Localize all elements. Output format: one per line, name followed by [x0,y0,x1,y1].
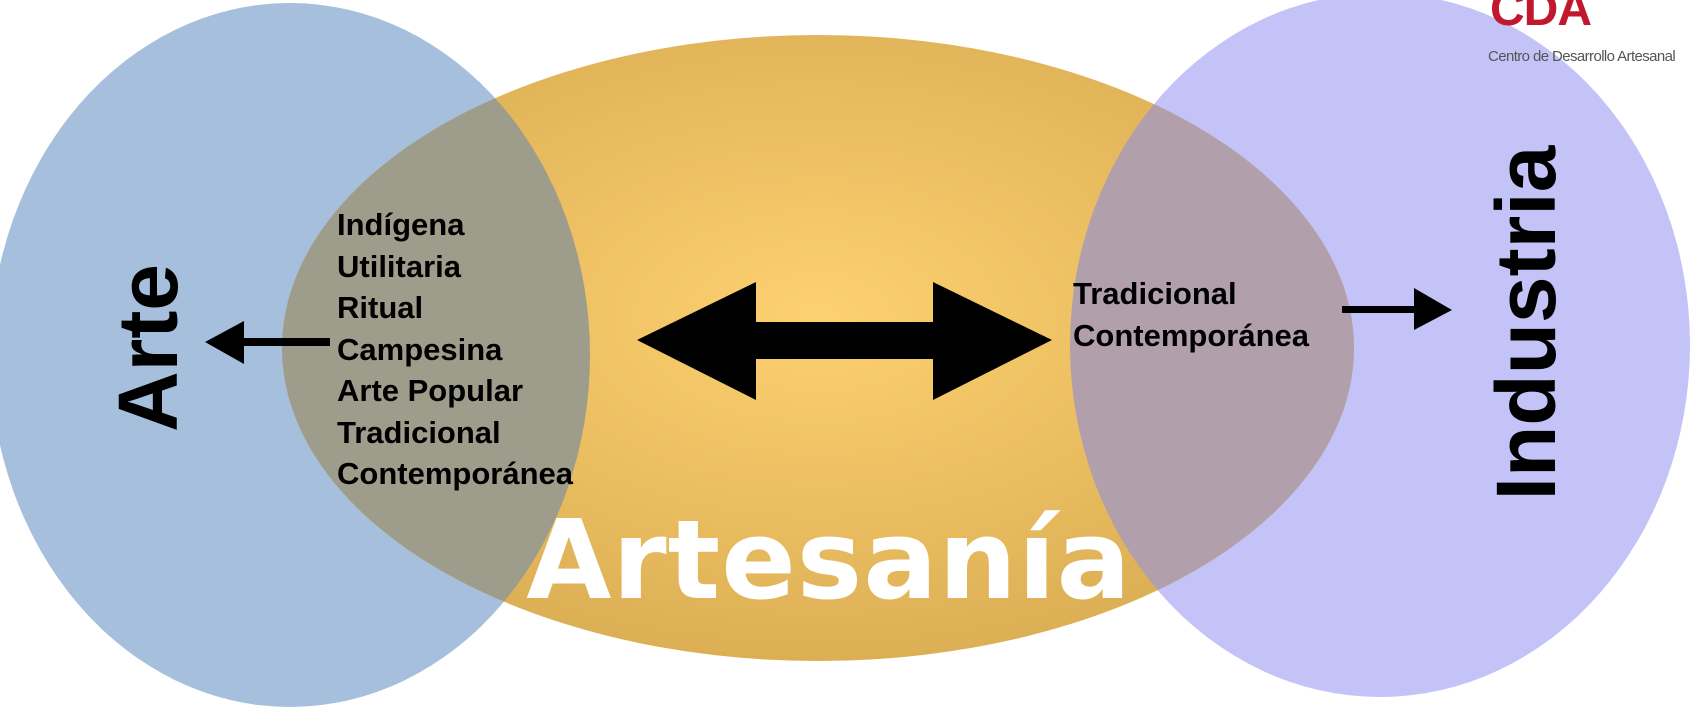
artesania-label: Artesanía [526,496,1132,624]
list-item: Tradicional [1073,276,1237,311]
left-overlap-list: Indígena Utilitaria Ritual Campesina Art… [337,204,573,495]
industria-label: Industria [1479,145,1573,501]
double-arrow [637,282,1052,400]
cda-logo: CDA Centro de Desarrollo Artesanal [1480,0,1692,70]
logo-name: Centro de Desarrollo Artesanal [1488,48,1676,65]
arrow-to-industria [1342,288,1452,330]
list-item: Contemporánea [337,456,573,491]
list-item: Indígena [337,207,465,242]
logo-mark: CDA [1490,0,1592,36]
list-item: Campesina [337,331,503,367]
right-overlap-list: Tradicional Contemporánea [1073,273,1309,356]
arte-label: Arte [101,263,195,433]
overlap-arte-artesania [282,35,590,661]
list-item: Ritual [337,290,424,325]
list-item: Utilitaria [337,248,462,284]
arrow-to-arte [205,321,330,364]
list-item: Arte Popular [337,373,524,408]
list-item: Contemporánea [1073,317,1309,353]
list-item: Tradicional [337,414,501,450]
